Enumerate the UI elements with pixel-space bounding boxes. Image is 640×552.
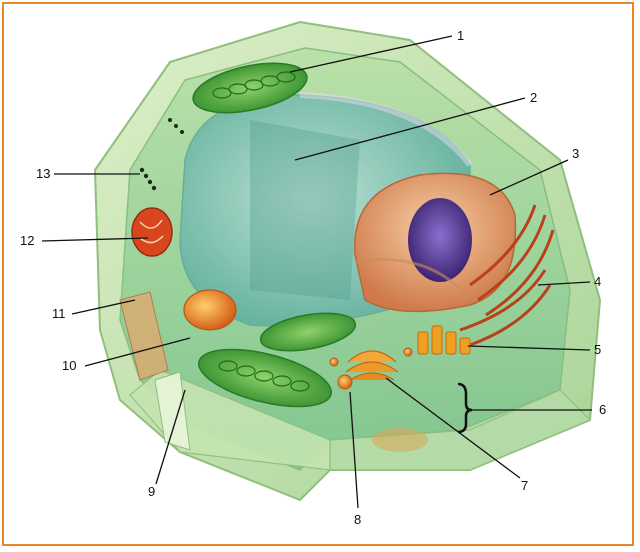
leader-5 bbox=[467, 345, 591, 351]
mitochondrion-oval bbox=[183, 289, 237, 331]
leader-10 bbox=[84, 337, 191, 367]
leader-12 bbox=[41, 237, 149, 242]
label-13: 13 bbox=[36, 166, 50, 181]
endoplasmic-reticulum bbox=[459, 204, 555, 347]
nucleus bbox=[353, 172, 517, 313]
leader-3 bbox=[489, 159, 569, 196]
cell-wall-slab-lower bbox=[154, 371, 191, 451]
leader-11 bbox=[71, 299, 136, 315]
leader-4 bbox=[537, 281, 591, 286]
mitochondrion-left bbox=[131, 207, 173, 257]
leader-7 bbox=[385, 377, 521, 479]
label-4: 4 bbox=[594, 274, 601, 289]
vacuole-membrane-highlight bbox=[299, 92, 473, 167]
chloroplast-middle bbox=[259, 312, 357, 352]
number-labels: 1 2 3 4 5 6 7 8 9 10 11 12 13 bbox=[20, 28, 606, 527]
label-11: 11 bbox=[52, 306, 66, 321]
label-9: 9 bbox=[148, 484, 155, 499]
cytoplasm-region bbox=[372, 428, 428, 452]
label-3: 3 bbox=[572, 146, 579, 161]
label-2: 2 bbox=[530, 90, 537, 105]
label-6: 6 bbox=[599, 402, 606, 417]
label-12: 12 bbox=[20, 233, 34, 248]
leader-8 bbox=[349, 391, 359, 509]
nucleolus bbox=[408, 198, 472, 282]
label-10: 10 bbox=[62, 358, 76, 373]
plasmodesmata bbox=[139, 118, 184, 191]
leader-2 bbox=[294, 97, 526, 161]
leader-1 bbox=[289, 35, 453, 73]
label-7: 7 bbox=[521, 478, 528, 493]
chloroplast-bottom bbox=[198, 348, 332, 408]
label-1: 1 bbox=[457, 28, 464, 43]
vacuole-inner-face bbox=[250, 120, 360, 300]
golgi-apparatus bbox=[417, 325, 471, 355]
leader-lines bbox=[41, 35, 592, 509]
vesicles bbox=[329, 347, 413, 390]
golgi-stack bbox=[345, 350, 399, 381]
leader-9 bbox=[155, 389, 186, 485]
label-8: 8 bbox=[354, 512, 361, 527]
chloroplast-top bbox=[192, 62, 308, 114]
label-5: 5 bbox=[594, 342, 601, 357]
